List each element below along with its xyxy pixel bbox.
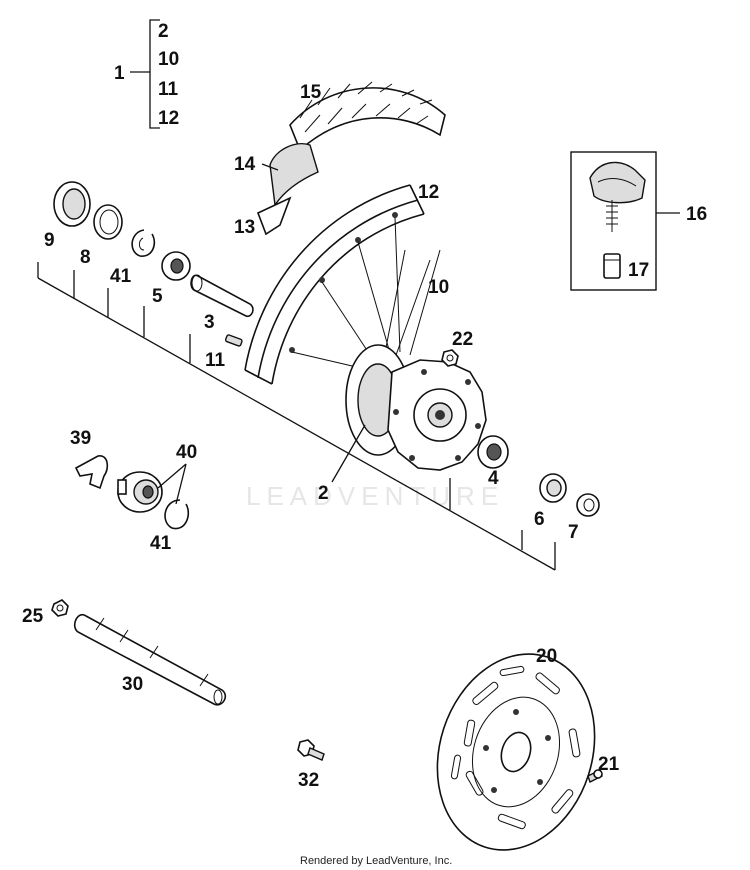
label-valve-cap: 17 [628,260,649,281]
label-seal-left: 9 [44,230,55,251]
label-circlip-drive: 41 [150,533,172,554]
bolt-drawing [297,739,325,761]
valve-kit-box [570,151,657,291]
label-bearing-right: 4 [488,468,499,489]
circlip-drive-drawing [164,499,190,530]
hub-drawing [345,344,487,471]
label-tube: 13 [234,217,255,238]
label-speedo-drive: 40 [176,442,197,463]
label-disc-bolt: 21 [598,754,620,775]
label-assembly-item-2: 10 [158,49,179,70]
brake-disc-drawing [436,653,596,851]
disc-bolt-drawing [587,769,603,783]
label-circlip-left: 41 [110,266,132,287]
label-hub: 2 [318,483,329,504]
bearing-left-drawing [161,251,191,281]
label-washer: 8 [80,247,91,268]
disc-slots [450,665,581,830]
label-valve-kit: 16 [686,204,707,225]
label-assembly-item-4: 12 [158,108,179,129]
label-seal-right: 6 [534,509,545,530]
footer-credit: Rendered by LeadVenture, Inc. [300,855,452,867]
nut-drawing [441,349,459,367]
label-tire: 15 [300,82,322,103]
watermark: LEADVENTURE [246,481,504,511]
label-axle-nut: 25 [22,606,44,627]
label-bearing-left: 5 [152,286,163,307]
rim-drawing [244,184,425,385]
spoke-nipple-drawing [224,334,243,347]
speedo-bracket-drawing [74,455,109,490]
label-rim: 12 [418,182,439,203]
tire-drawing [256,81,446,236]
seal-left-drawing [53,181,91,227]
label-spacer: 3 [204,312,215,333]
label-assembly: 1 [114,63,125,84]
label-bolt: 32 [298,770,319,791]
axle-drawing [73,613,227,706]
label-collar: 7 [568,522,579,543]
label-rim-band: 14 [234,154,256,175]
label-axle: 30 [122,674,143,695]
circlip-left-drawing [131,229,156,257]
label-spoke-nipple: 11 [205,350,226,371]
label-spokes: 10 [428,277,449,298]
assembly-bracket: 1 2 10 11 12 [114,19,179,129]
label-assembly-item-1: 2 [158,21,169,42]
collar-drawing [576,493,600,517]
bearing-right-drawing [477,435,509,469]
label-disc: 20 [536,646,557,667]
label-speedo-bracket: 39 [70,428,91,449]
washer-drawing [93,204,123,240]
speedo-drive-drawing [117,471,163,513]
label-assembly-item-3: 11 [158,79,179,100]
seal-right-drawing [539,473,567,503]
axle-nut-drawing [51,599,69,617]
spacer-drawing [190,274,254,318]
label-nut: 22 [452,329,473,350]
left-stack-baseline [37,262,556,571]
